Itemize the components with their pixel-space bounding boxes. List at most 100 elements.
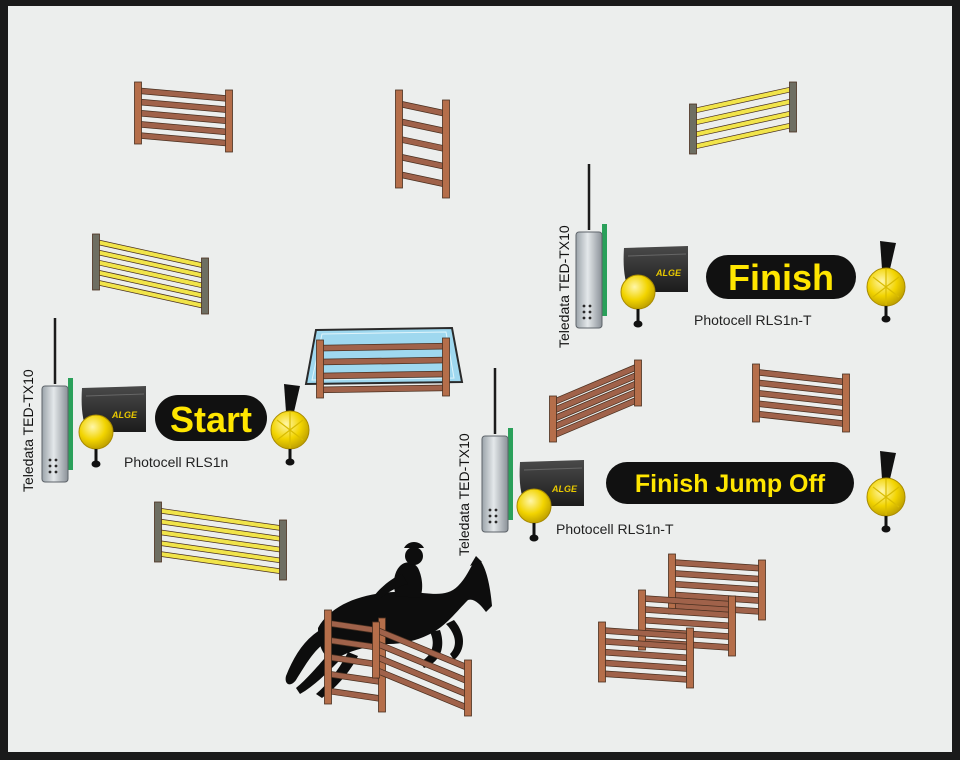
fence-rail	[692, 111, 794, 137]
finish-photocell-logo: ALGE	[655, 268, 682, 278]
start-station: Teledata TED-TX10 ALGE Start Photocell R…	[20, 316, 311, 492]
fence-rail	[641, 617, 733, 629]
fence-post	[134, 81, 142, 145]
start-label-pill	[155, 395, 267, 441]
fence-rail	[671, 581, 763, 593]
fence-right-diagonal	[752, 363, 850, 433]
fence-rail	[137, 110, 230, 124]
fence-rail	[601, 660, 691, 672]
horse-fence-rear	[372, 621, 472, 717]
fence-rail	[157, 540, 284, 563]
fence-rail	[641, 606, 733, 618]
fence-rail	[601, 649, 691, 661]
fence-rail	[137, 88, 230, 102]
fence-rail	[692, 87, 794, 113]
water-jump	[304, 326, 464, 386]
fence-rail	[375, 667, 469, 711]
fence-post	[316, 339, 324, 399]
fence-rail	[375, 654, 469, 698]
fence-rail	[375, 627, 469, 671]
fence-rail	[671, 603, 763, 615]
fence-rail	[95, 249, 206, 278]
fence-post	[686, 627, 694, 689]
fence-rail	[137, 132, 230, 146]
fence-rail	[319, 385, 447, 393]
fence-rail	[327, 688, 383, 702]
fences-layer	[92, 81, 850, 689]
fence-rail	[552, 388, 639, 430]
fence-rail	[671, 592, 763, 604]
fence-lower-left-yellow	[154, 501, 287, 581]
fence-rail	[157, 519, 284, 542]
fence-post	[549, 395, 557, 443]
fence-rail	[601, 638, 691, 650]
finish-jump-off-label-pill	[606, 462, 854, 504]
fence-rail	[327, 671, 383, 685]
fence-rail	[755, 411, 847, 427]
fence-post	[279, 519, 287, 581]
fence-post	[464, 659, 472, 717]
fence-top-right-yellow	[689, 81, 797, 155]
fence-post	[638, 589, 646, 651]
fence-rail	[398, 118, 447, 134]
finish-label: Finish	[728, 257, 834, 298]
fence-rail	[641, 595, 733, 607]
finish-label-pill	[706, 255, 856, 299]
fence-post	[225, 89, 233, 153]
finish-jump-off-station: Teledata TED-TX10 ALGE Finish Jump Off P…	[456, 366, 907, 556]
fence-post	[758, 559, 766, 621]
fence-post	[154, 501, 162, 563]
fence-post	[372, 621, 380, 679]
fence-post	[842, 373, 850, 433]
fence-rail	[552, 397, 639, 438]
fence-post	[752, 363, 760, 423]
fence-rail	[398, 101, 447, 117]
start-photocell-label: Photocell RLS1n	[124, 454, 228, 470]
fence-rail	[755, 390, 847, 406]
finish-jump-off-photocell-logo: ALGE	[551, 484, 578, 494]
fence-rail	[398, 171, 447, 187]
fence-top-left	[134, 81, 233, 153]
fence-rail	[755, 400, 847, 416]
fence-rail	[319, 371, 447, 379]
fence-rail	[157, 551, 284, 574]
fence-rail	[157, 508, 284, 531]
fence-rail	[692, 99, 794, 125]
fence-post	[789, 81, 797, 133]
horse-jump-fence	[324, 609, 472, 717]
fence-post	[634, 359, 642, 407]
fence-left-yellow	[92, 233, 209, 315]
start-label: Start	[170, 399, 252, 440]
fence-triple-front	[598, 621, 694, 689]
fence-rail	[601, 671, 691, 683]
fence-post	[442, 99, 450, 199]
fence-rail	[398, 154, 447, 170]
fence-rail	[95, 239, 206, 268]
fence-rail	[319, 343, 447, 351]
water-fence	[316, 337, 450, 399]
fence-rail	[552, 364, 639, 405]
finish-jump-off-photocell-label: Photocell RLS1n-T	[556, 521, 674, 537]
fence-post	[201, 257, 209, 315]
fence-post	[442, 337, 450, 397]
fence-rail	[95, 270, 206, 299]
fence-rail	[552, 372, 639, 414]
fence-rail	[95, 260, 206, 288]
fence-rail	[375, 640, 469, 684]
fence-triple-back	[668, 553, 766, 621]
finish-transmitter-label: Teledata TED-TX10	[556, 225, 572, 348]
fence-rail	[552, 380, 639, 422]
fence-rail	[137, 121, 230, 135]
finish-jump-off-label: Finish Jump Off	[635, 470, 826, 498]
fence-rail	[398, 136, 447, 152]
finish-station: Teledata TED-TX10 ALGE Finish Photocell …	[556, 162, 907, 348]
fence-rail	[319, 357, 447, 365]
fence-post	[689, 103, 697, 155]
fence-post	[728, 595, 736, 657]
fence-rail	[95, 280, 206, 309]
fence-post	[598, 621, 606, 683]
fence-post	[668, 553, 676, 615]
fence-rail	[692, 123, 794, 149]
fence-rail	[601, 627, 691, 639]
